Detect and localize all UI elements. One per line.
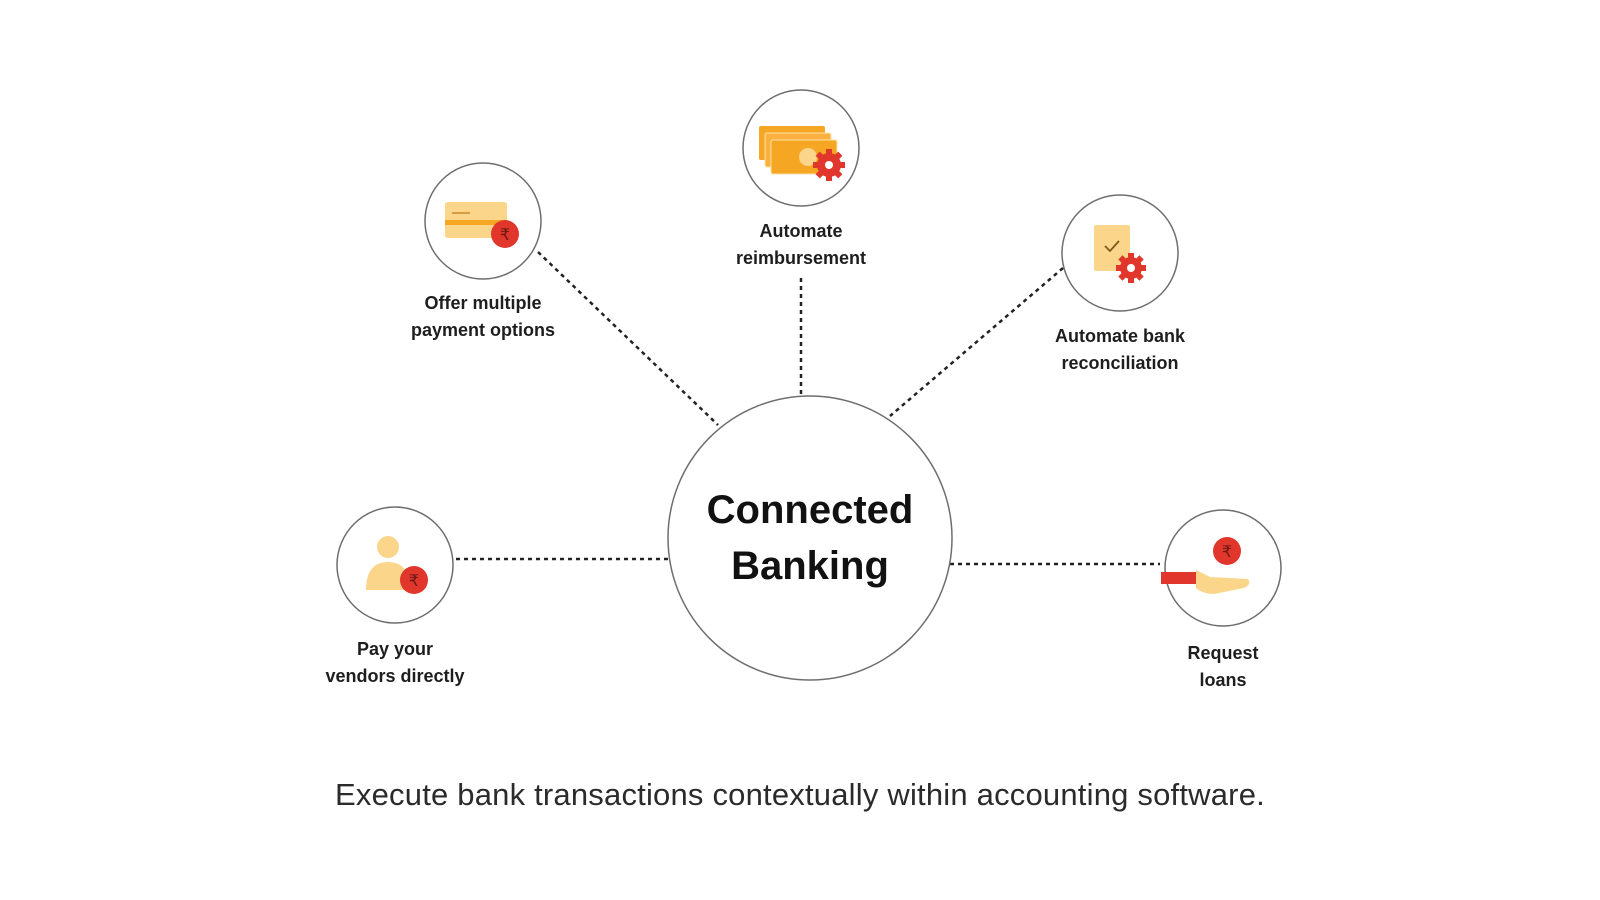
node-circle-loans[interactable] [1164, 509, 1282, 627]
connector-reconciliation [889, 267, 1064, 417]
hand-rupee-coin-icon: ₹ [1161, 537, 1250, 594]
connector-payment-options [537, 251, 719, 426]
connectors [456, 251, 1160, 566]
hub-title: Connected Banking [706, 488, 914, 588]
node-label-payment-options: Offer multiple payment options [410, 293, 555, 340]
node-label-reimbursement: Automate reimbursement [735, 221, 867, 268]
caption: Execute bank transactions contextually w… [335, 777, 1265, 812]
svg-text:₹: ₹ [409, 571, 419, 590]
node-label-vendors: Pay your vendors directly [325, 639, 465, 686]
document-check-gear-icon [1094, 225, 1146, 283]
hub-circle [667, 395, 953, 681]
credit-card-rupee-icon: ₹ [445, 202, 519, 248]
person-rupee-icon: ₹ [366, 536, 428, 594]
node-label-loans: Request loans [1187, 643, 1259, 690]
svg-text:₹: ₹ [1222, 542, 1232, 561]
node-label-reconciliation: Automate bank reconciliation [1054, 326, 1186, 373]
svg-text:₹: ₹ [500, 225, 510, 244]
